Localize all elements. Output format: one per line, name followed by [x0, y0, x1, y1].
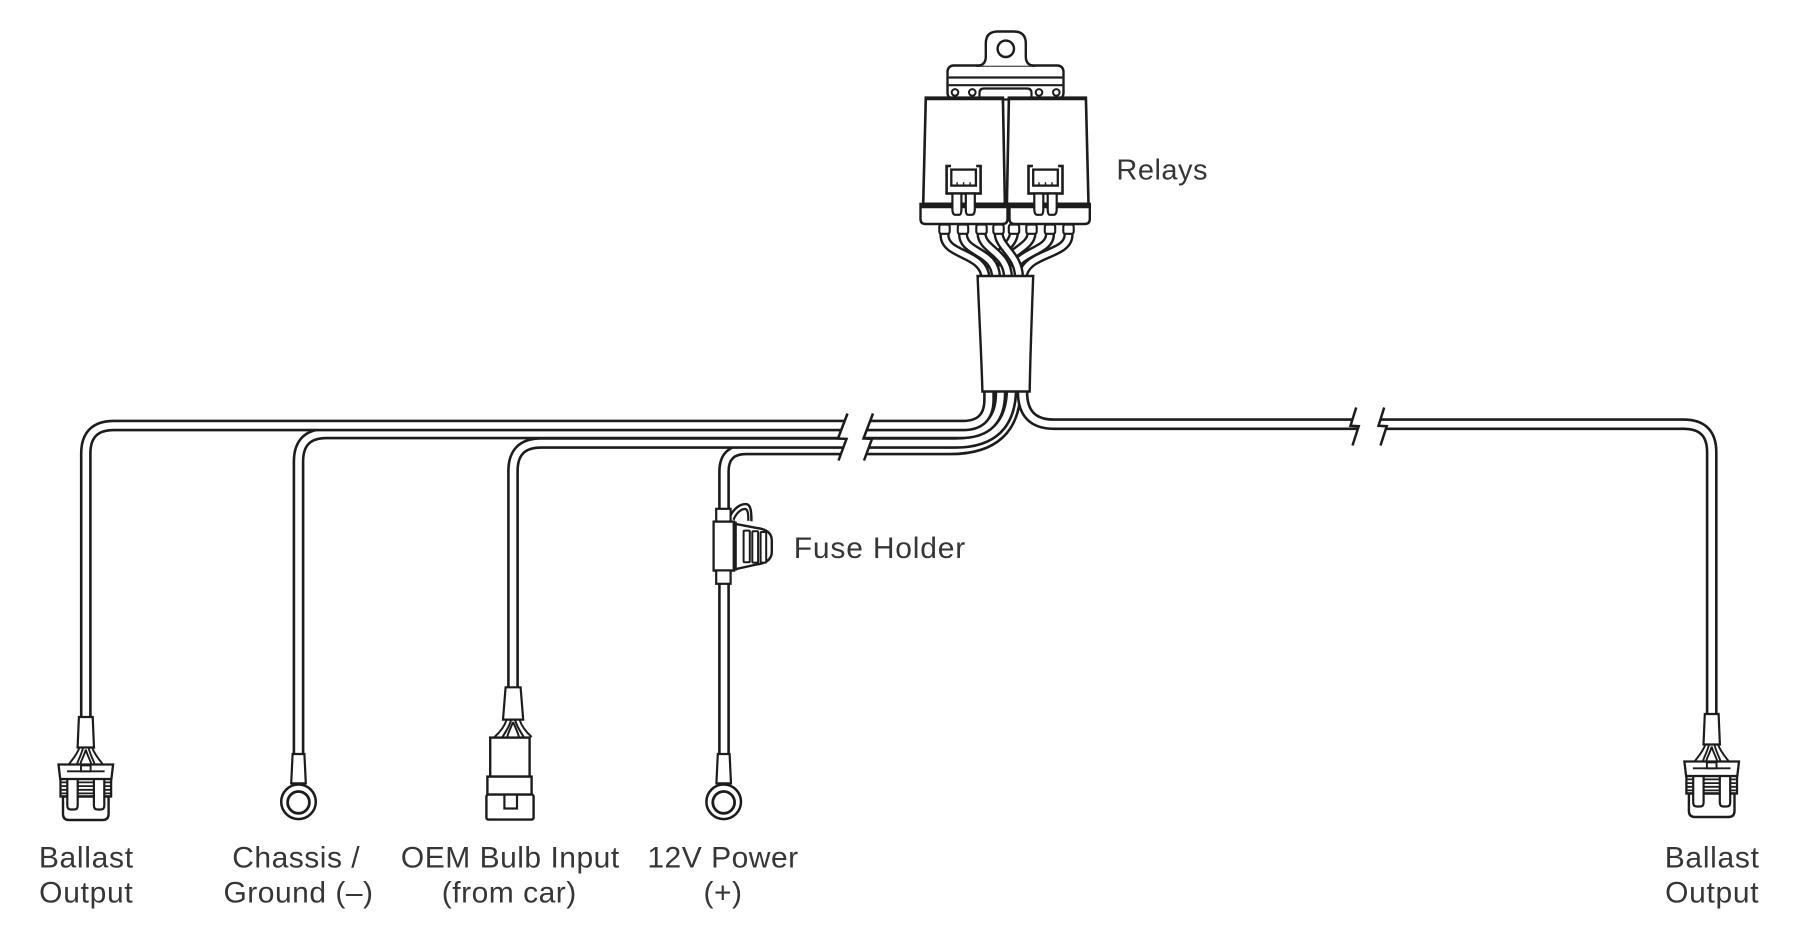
svg-text:(from car): (from car) — [442, 876, 577, 909]
svg-text:Fuse Holder: Fuse Holder — [794, 532, 966, 565]
svg-text:Chassis /: Chassis / — [232, 841, 360, 874]
svg-text:OEM Bulb Input: OEM Bulb Input — [401, 841, 620, 874]
svg-text:Ground (–): Ground (–) — [223, 876, 373, 909]
svg-text:Output: Output — [39, 876, 133, 909]
svg-text:Ballast: Ballast — [39, 841, 134, 874]
svg-text:Output: Output — [1665, 876, 1759, 909]
svg-text:Ballast: Ballast — [1665, 841, 1760, 874]
svg-text:(+): (+) — [704, 876, 743, 909]
svg-text:Relays: Relays — [1116, 155, 1208, 187]
svg-text:12V Power: 12V Power — [647, 841, 798, 874]
